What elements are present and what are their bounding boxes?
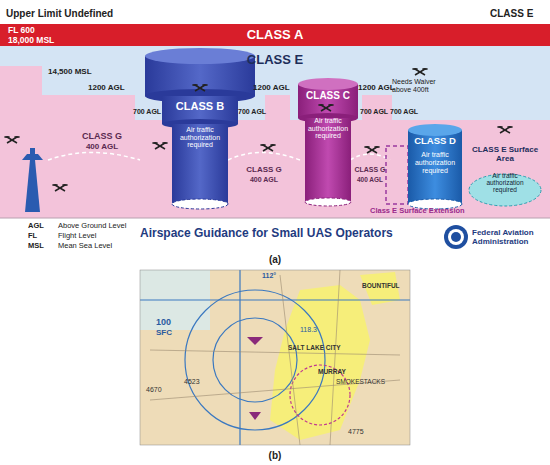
class-name: CLASS E Surface Area xyxy=(465,146,545,164)
panel-label: (a) xyxy=(262,254,288,265)
diagram-title: Airspace Guidance for Small UAS Operator… xyxy=(140,227,393,240)
class-label: CLASS G xyxy=(350,166,390,174)
definition: Above Ground Level xyxy=(58,222,126,230)
chart-number: 4523 xyxy=(184,378,200,386)
class-note: Air traffic authorization required xyxy=(174,126,226,149)
altitude-label: 400 AGL xyxy=(72,143,132,152)
place-name: MURRAY xyxy=(318,368,346,375)
altitude-label: 1200 AGL xyxy=(253,84,290,93)
altitude-label: 400 AGL xyxy=(350,176,390,183)
class-note: Air traffic authorization required xyxy=(410,151,460,174)
airspace-class: CLASS E Surface AreaAir traffic authoriz… xyxy=(464,146,546,193)
extension-label: Class E Surface Extension xyxy=(370,207,465,215)
class-label: CLASS G xyxy=(72,132,132,142)
panel-label: (b) xyxy=(262,450,288,461)
altitude-label: 400 AGL xyxy=(234,176,294,184)
airspace-class: CLASS C Air traffic authorization require… xyxy=(298,90,358,140)
definition: Flight Level xyxy=(58,232,96,240)
altitude-label: 700 AGL xyxy=(390,108,418,116)
limit-note: Upper Limit Undefined xyxy=(6,8,113,19)
agency-name: Federal Aviation Administration xyxy=(472,229,544,247)
chart-number: 4775 xyxy=(348,428,364,436)
altitude-label: 18,000 MSL xyxy=(8,36,54,45)
class-name: CLASS A xyxy=(247,28,304,42)
class-note: Air traffic authorization required xyxy=(306,117,350,140)
abbreviation: MSL xyxy=(28,242,44,250)
class-name: CLASS C xyxy=(306,90,350,101)
altitude-label: 1200 AGL xyxy=(88,84,125,93)
airspace-class: CLASS B Air traffic authorization require… xyxy=(166,100,234,149)
class-note: Air traffic authorization required xyxy=(474,172,536,193)
chart-number: SFC xyxy=(156,329,172,338)
chart-number: 118.3 xyxy=(300,326,317,334)
airspace-band: CLASS A xyxy=(0,24,550,46)
class-label: CLASS E xyxy=(225,53,325,67)
altitude-label: 14,500 MSL xyxy=(48,68,92,77)
chart-number: 100 xyxy=(156,318,171,328)
altitude-label: 700 AGL xyxy=(360,108,388,116)
abbreviation: FL xyxy=(28,232,37,240)
place-name: SALT LAKE CITY xyxy=(288,344,341,351)
definition: Mean Sea Level xyxy=(58,242,112,250)
class-label: CLASS E xyxy=(490,8,533,19)
altitude-label: 700 AGL xyxy=(133,108,161,116)
altitude-label: FL 600 xyxy=(8,26,35,35)
airspace-class: CLASS D Air traffic authorization require… xyxy=(408,136,462,175)
chart-number: 112° xyxy=(262,272,276,280)
waiver-note: Needs Waiver above 400ft xyxy=(392,78,448,93)
class-name: CLASS D xyxy=(414,136,456,146)
place-name: BOUNTIFUL xyxy=(362,282,400,289)
chart-number: 4670 xyxy=(146,386,162,394)
place-name: SMOKESTACKS xyxy=(336,378,385,385)
abbreviation: AGL xyxy=(28,222,44,230)
class-name: CLASS B xyxy=(176,100,224,112)
altitude-label: 1200 AGL xyxy=(358,84,395,93)
altitude-label: 700 AGL xyxy=(238,108,266,116)
class-label: CLASS G xyxy=(234,166,294,175)
